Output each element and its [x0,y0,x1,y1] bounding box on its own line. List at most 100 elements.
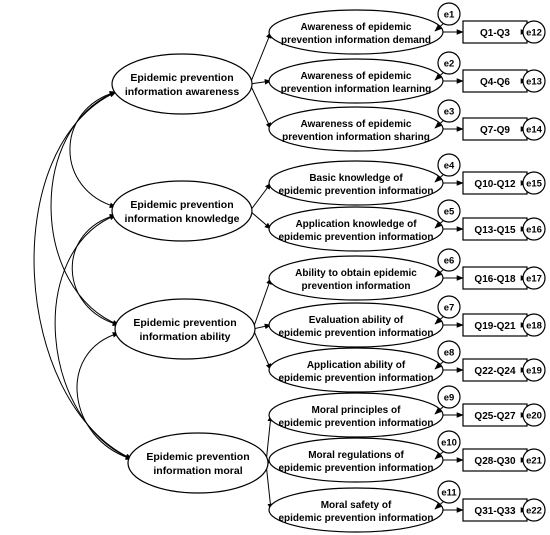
error-arrow [434,405,445,415]
factor-ellipse [268,487,444,533]
item-error-circle [522,171,546,195]
item-error-label: e19 [526,366,542,377]
factor-label-line1: Moral principles of [312,405,402,416]
item-error-label: e20 [526,411,542,422]
factor-label-line2: prevention information [302,281,411,292]
error-arrow [434,315,445,325]
item-label: Q13-Q15 [474,225,516,236]
path-arrow [265,462,274,511]
latent-ellipse [127,432,269,494]
covariance-arc-knowledge-moral [54,214,133,460]
factor-5: Application knowledge of epidemic prevent… [268,199,546,252]
factor-ellipse [268,206,444,252]
factor-label-line1: Moral regulations of [308,450,404,461]
item-error-circle [522,217,546,241]
disturbance-circle [437,199,461,223]
latent-label-line2: information ability [139,331,230,343]
item-error-circle [522,358,546,382]
item-error-label: e13 [526,77,542,88]
item-label: Q1-Q3 [480,28,510,39]
path-arrow [249,182,272,212]
item-error-label: e21 [526,456,543,467]
covariance-arc-ability-moral [76,332,133,460]
path-arrow [252,277,272,330]
factor-ellipse [268,160,444,206]
factor-label-line1: Ability to obtain epidemic [295,268,417,279]
error-arrow [434,119,445,129]
item-label: Q19-Q21 [474,321,516,332]
latent-label-line2: information moral [153,465,242,477]
factor-label-line2: epidemic prevention information [278,463,433,474]
factor-7: Evaluation ability of epidemic prevention… [268,295,546,348]
latent-label-line1: Epidemic prevention [133,317,236,329]
factor-label-line1: Basic knowledge of [309,173,403,184]
item-label: Q25-Q27 [474,411,516,422]
disturbance-circle [437,153,461,177]
covariance-arc-awareness-moral [33,91,133,460]
item-error-circle [522,498,546,522]
factor-ellipse [268,9,444,55]
item-error-circle [522,403,546,427]
error-arrow [434,500,445,510]
factor-6: Ability to obtain epidemic prevention inf… [268,248,546,301]
item-error-label: e22 [526,506,542,517]
factor-label-line2: prevention information demand [281,35,431,46]
path-arrow [252,323,272,330]
factor-label-line2: epidemic prevention information [278,232,433,243]
error-arrow [434,219,445,229]
factor-ellipse [268,392,444,438]
factor-label-line1: Evaluation ability of [309,315,404,326]
latent-ellipse [111,53,253,115]
disturbance-circle [437,2,461,26]
factor-label-line2: epidemic prevention information [278,513,433,524]
error-arrow [434,22,445,32]
factor-label-line2: epidemic prevention information [278,418,433,429]
factor-ellipse [268,437,444,483]
latent-label-line1: Epidemic prevention [130,199,233,211]
item-error-circle [522,448,546,472]
error-arrow [434,360,445,370]
item-error-circle [522,20,546,44]
error-arrow [434,268,445,278]
path-arrow [265,414,274,464]
item-label: Q10-Q12 [474,179,516,190]
error-arrow [434,173,445,183]
path-arrow [249,79,272,85]
factor-label-line1: Application knowledge of [295,219,417,230]
latent-ability: Epidemic prevention information ability [114,298,256,360]
path-arrow [249,83,272,130]
latent-ellipse [111,180,253,242]
item-label: Q22-Q24 [474,366,516,377]
factor-label-line1: Awareness of epidemic [301,22,412,33]
latent-label-line2: information awareness [125,86,240,98]
disturbance-label: e11 [441,488,457,499]
item-error-label: e12 [526,28,542,39]
latent-knowledge: Epidemic prevention information knowledge [111,180,253,242]
item-label: Q4-Q6 [480,77,510,88]
factor-label-line2: epidemic prevention information [278,328,433,339]
factor-ellipse [268,255,444,301]
factor-ellipse [268,347,444,393]
factor-label-line1: Moral safety of [321,500,392,511]
item-error-label: e16 [526,225,542,236]
factor-10: Moral regulations of epidemic prevention … [268,430,546,483]
latent-label-line2: information knowledge [125,213,240,225]
disturbance-circle [437,340,461,364]
item-error-label: e17 [526,274,542,285]
item-error-circle [522,69,546,93]
disturbance-label: e3 [444,107,455,118]
disturbance-label: e9 [444,393,455,404]
disturbance-circle [437,295,461,319]
item-error-circle [522,117,546,141]
item-label: Q31-Q33 [474,506,516,517]
disturbance-circle [437,51,461,75]
disturbance-circle [437,430,461,454]
disturbance-label: e8 [444,348,455,359]
item-label: Q28-Q30 [474,456,516,467]
factor-label-line2: epidemic prevention information [278,373,433,384]
item-label: Q16-Q18 [474,274,516,285]
disturbance-circle [437,248,461,272]
